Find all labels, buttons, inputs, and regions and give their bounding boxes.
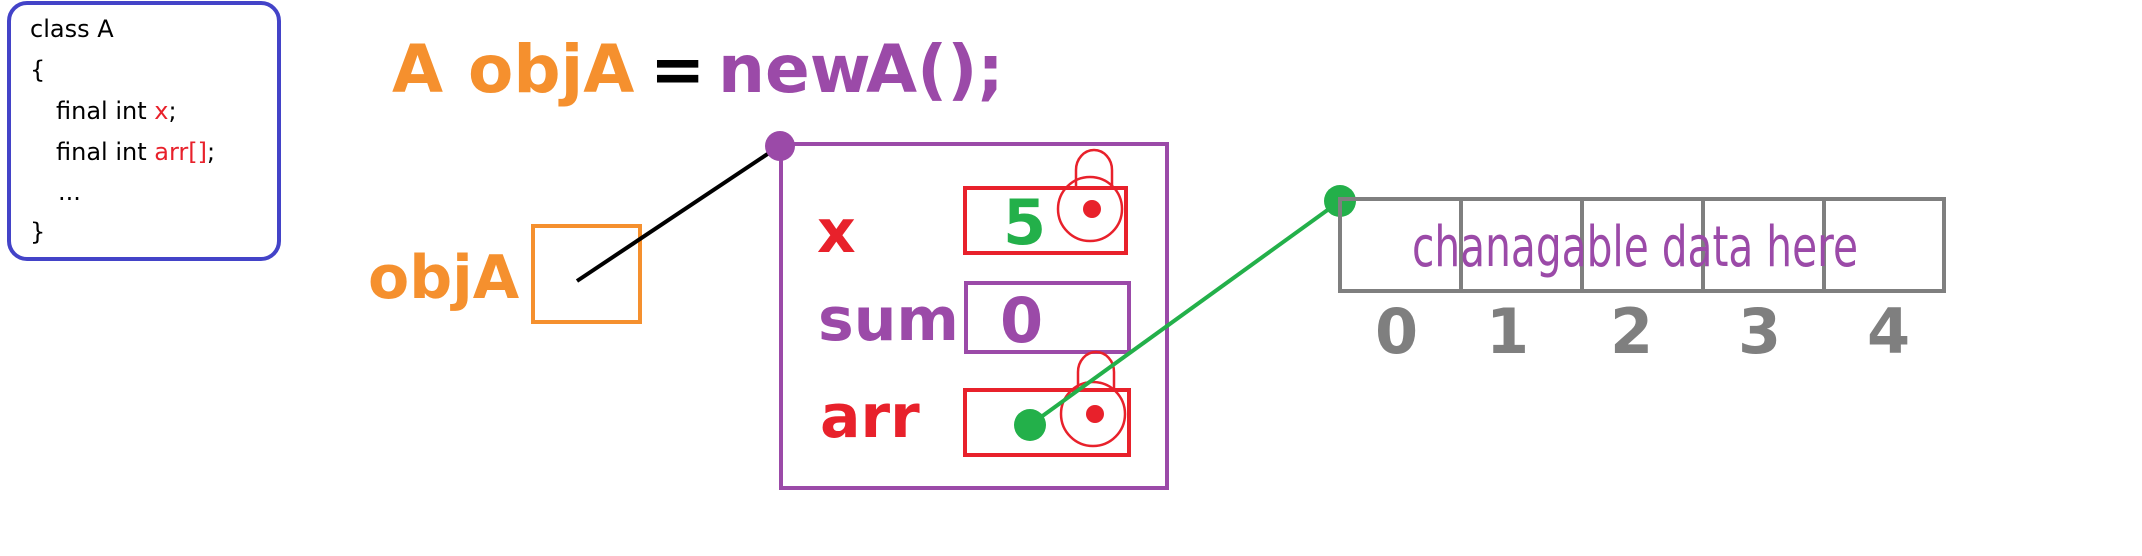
class-definition-box: class A { final int x; final int arr[]; … xyxy=(7,1,281,261)
array-block: chanagable data here 0 1 2 3 4 xyxy=(1338,197,1946,368)
array-pointer-line xyxy=(1028,199,1342,427)
code-line-4-suffix: ; xyxy=(207,138,215,166)
array-index: 1 xyxy=(1486,295,1529,368)
array-note: chanagable data here xyxy=(1412,215,1858,280)
statement-heading: A objA = new A(); xyxy=(392,31,1004,108)
array-index: 3 xyxy=(1738,295,1781,368)
field-sum-value: 0 xyxy=(1000,284,1043,357)
statement-constructor: A(); xyxy=(866,31,1004,108)
field-x-box xyxy=(963,186,1128,255)
code-line-3-suffix: ; xyxy=(168,97,176,125)
object-box: x 5 sum 0 arr xyxy=(779,142,1169,490)
reference-variable: objA xyxy=(368,224,642,324)
code-line-5: ... xyxy=(58,178,81,206)
field-x-value: 5 xyxy=(1003,186,1046,259)
field-sum-label: sum xyxy=(818,285,959,355)
final-lock-icon xyxy=(1056,148,1124,243)
statement-assign: = xyxy=(650,31,705,108)
code-line-1: class A xyxy=(30,15,114,43)
array-index: 0 xyxy=(1375,295,1418,368)
statement-type: A xyxy=(392,31,443,108)
code-line-3-var: x xyxy=(154,97,168,125)
array-border xyxy=(1338,197,1946,293)
reference-box xyxy=(531,224,642,324)
object-border xyxy=(779,142,1169,490)
code-box-border xyxy=(7,1,281,261)
code-line-4-var: arr[] xyxy=(154,138,207,166)
array-pointer-origin-dot xyxy=(1014,409,1046,441)
field-arr-box xyxy=(963,388,1131,457)
statement-new-keyword: new xyxy=(718,31,871,108)
final-lock-icon xyxy=(1059,350,1127,448)
field-sum-box xyxy=(964,281,1131,354)
statement-var: objA xyxy=(468,31,634,108)
reference-label: objA xyxy=(368,243,520,313)
reference-pointer-line xyxy=(575,143,783,283)
field-arr-label: arr xyxy=(820,382,920,452)
code-line-4-prefix: final int xyxy=(56,138,154,166)
array-index: 2 xyxy=(1610,295,1653,368)
code-line-3-prefix: final int xyxy=(56,97,154,125)
field-x-label: x xyxy=(817,197,856,267)
code-line-3: final int x; xyxy=(56,97,177,125)
code-line-2: { xyxy=(30,56,45,84)
array-index: 4 xyxy=(1867,295,1910,368)
code-line-4: final int arr[]; xyxy=(56,138,215,166)
code-line-6: } xyxy=(30,218,45,246)
